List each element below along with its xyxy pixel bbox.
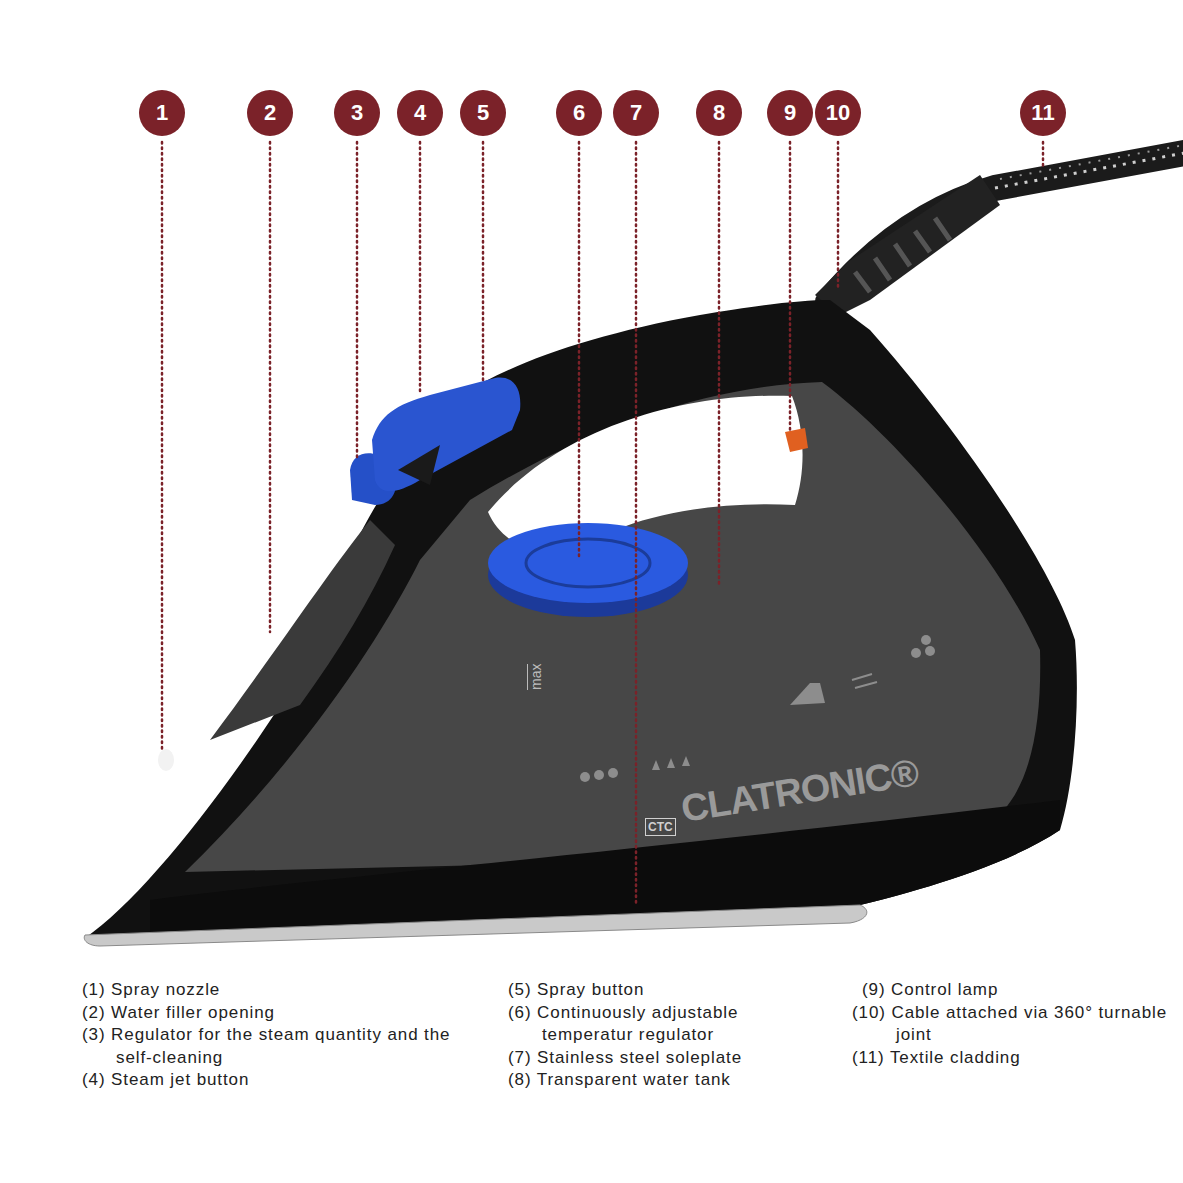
callout-circle: 3 <box>334 90 380 136</box>
callout-circle: 6 <box>556 90 602 136</box>
callout-circle: 4 <box>397 90 443 136</box>
callout-circle: 7 <box>613 90 659 136</box>
legend-line: (7) Stainless steel soleplate <box>508 1047 808 1070</box>
callout-circle: 11 <box>1020 90 1066 136</box>
callout-number: 1 <box>156 102 168 124</box>
legend-line: (3) Regulator for the steam quantity and… <box>82 1024 452 1069</box>
callout-number: 5 <box>477 102 489 124</box>
spray-button <box>372 378 520 492</box>
callout-number: 3 <box>351 102 363 124</box>
callout-number: 10 <box>826 102 850 124</box>
leader-lines <box>162 142 1043 905</box>
button-gap <box>398 445 440 485</box>
side-panel <box>185 382 1040 872</box>
filler-cover <box>210 520 395 740</box>
textile-pattern <box>995 152 1183 188</box>
callout-number: 9 <box>784 102 796 124</box>
callout-number: 11 <box>1031 102 1054 124</box>
legend-line: (8) Transparent water tank <box>508 1069 808 1092</box>
brand-logo: CTC <box>645 818 676 836</box>
spray-nozzle <box>158 749 174 771</box>
callout-circle: 2 <box>247 90 293 136</box>
callout-number: 2 <box>264 102 276 124</box>
legend-line: (5) Spray button <box>508 979 808 1002</box>
legend-line: (11) Textile cladding <box>852 1047 1172 1070</box>
callout-circle: 1 <box>139 90 185 136</box>
callout-number: 8 <box>713 102 725 124</box>
callout-circle: 9 <box>767 90 813 136</box>
dial-ring <box>526 539 650 587</box>
callout-number: 4 <box>414 102 426 124</box>
callout-number: 6 <box>573 102 585 124</box>
legend-line: (2) Water filler opening <box>82 1002 452 1025</box>
legend-line: (1) Spray nozzle <box>82 979 452 1002</box>
legend-line: (9) Control lamp <box>862 979 1162 1002</box>
callout-circle: 5 <box>460 90 506 136</box>
callout-number: 7 <box>630 102 642 124</box>
control-lamp <box>785 428 808 452</box>
legend-line: (4) Steam jet button <box>82 1069 452 1092</box>
soleplate <box>84 905 867 946</box>
iron-body <box>85 300 1077 938</box>
legend-line: (10) Cable attached via 360° turnable jo… <box>852 1002 1172 1047</box>
legend-line: (6) Continuously adjustable temperatur r… <box>508 1002 808 1047</box>
cable-joint <box>815 175 1000 315</box>
callout-circle: 8 <box>696 90 742 136</box>
cable-joint-ribs <box>855 218 950 292</box>
max-mark: max <box>527 664 544 690</box>
callout-circle: 10 <box>815 90 861 136</box>
temperature-dial <box>488 523 688 603</box>
textile-pattern <box>1000 144 1183 179</box>
